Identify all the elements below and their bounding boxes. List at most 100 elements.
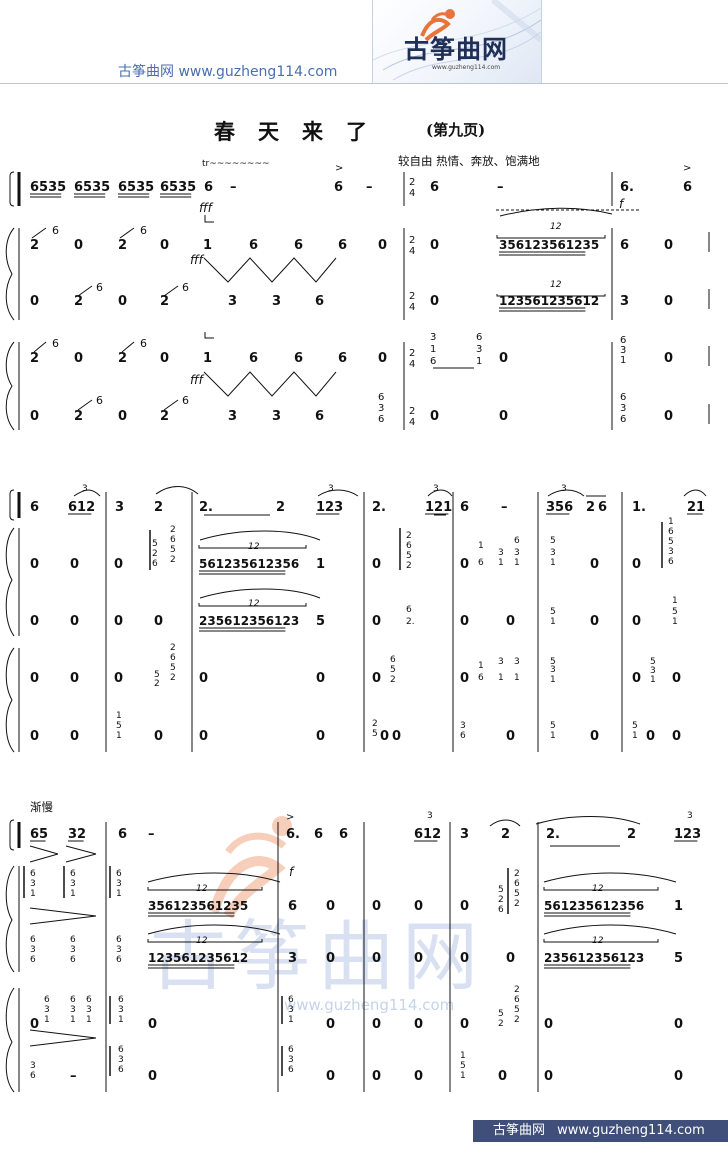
logo-mark-icon: [420, 9, 455, 42]
score-token: 6: [288, 995, 294, 1005]
score-token: 0: [590, 614, 599, 629]
score-token: 2.: [199, 500, 213, 515]
score-token: 1: [672, 617, 678, 627]
score-token: 0: [154, 614, 163, 629]
score-token: 0: [372, 614, 381, 629]
score-token: 6: [140, 224, 147, 237]
score-token: 3: [30, 879, 36, 889]
score-token: 2: [170, 555, 176, 565]
score-token: 561235612356: [199, 557, 299, 571]
score-token: 3: [378, 403, 384, 414]
score-token: 6535: [160, 180, 196, 195]
score-token: 2: [30, 351, 39, 366]
score-token: 2: [154, 500, 163, 515]
score-token: 3: [550, 665, 556, 675]
score-token: 6: [378, 392, 384, 403]
score-token: 2: [514, 1015, 520, 1025]
score-token: 2: [514, 899, 520, 909]
score-token: 6: [514, 995, 520, 1005]
score-token: 1: [116, 711, 122, 721]
score-token: 6: [96, 394, 103, 407]
score-token: >: [683, 163, 691, 174]
score-token: 3: [514, 657, 520, 667]
score-token: 6: [514, 536, 520, 546]
score-token: 3: [30, 945, 36, 955]
score-token: 1: [203, 351, 212, 366]
score-token: 0: [674, 1017, 683, 1032]
score-token: 6: [390, 655, 396, 665]
score-token: 6: [683, 180, 692, 195]
score-token: 0: [414, 1069, 423, 1084]
score-token: 2: [276, 500, 285, 515]
score-token: 1: [498, 558, 504, 568]
score-token: 0: [30, 729, 39, 744]
score-token: fff: [190, 253, 205, 267]
score-token: 12: [248, 542, 260, 552]
score-token: 2: [390, 675, 396, 685]
score-token: 3: [687, 811, 693, 821]
score-token: 0: [430, 409, 439, 424]
score-token: 5: [498, 885, 504, 895]
score-token: 561235612356: [544, 899, 644, 913]
score-token: 5: [116, 721, 122, 731]
score-token: 0: [380, 729, 389, 744]
score-token: 3: [433, 484, 439, 494]
score-token: 0: [70, 671, 79, 686]
score-token: 0: [460, 671, 469, 686]
score-token: 6: [314, 827, 323, 842]
score-token: 3: [116, 879, 122, 889]
score-token: 5: [668, 537, 674, 547]
score-token: 5: [316, 614, 325, 629]
score-token: 5: [170, 545, 176, 555]
score-token: 4: [409, 302, 415, 313]
score-token: 3: [498, 657, 504, 667]
score-token: 6: [294, 238, 303, 253]
score-token: 5: [632, 721, 638, 731]
score-token: 1: [650, 675, 656, 685]
score-token: 1.: [632, 500, 646, 515]
footer-banner: 古筝曲网 www.guzheng114.com: [473, 1120, 728, 1142]
score-token: 6: [52, 337, 59, 350]
score-token: –: [497, 180, 504, 195]
score-token: 4: [409, 417, 415, 428]
score-token: 3: [620, 294, 629, 309]
expression-marking: 较自由 热情、奔放、饱满地: [398, 154, 540, 168]
score-token: 1: [460, 1071, 466, 1081]
score-token: 5: [550, 721, 556, 731]
score-token: 0: [148, 1017, 157, 1032]
score-token: 2: [627, 827, 636, 842]
score-token: 6: [52, 224, 59, 237]
score-token: 5: [674, 951, 683, 966]
score-token: 2.: [546, 827, 560, 842]
score-token: 0: [148, 1069, 157, 1084]
score-token: 0: [30, 294, 39, 309]
logo-url: www.guzheng114.com: [432, 64, 501, 71]
score-token: 0: [326, 1017, 335, 1032]
score-token: 4: [409, 359, 415, 370]
score-token: 12: [592, 936, 604, 946]
score-token: 0: [498, 1069, 507, 1084]
score-token: tr~~~~~~~~: [202, 159, 270, 169]
score-token: 6: [30, 955, 36, 965]
score-token: 1: [550, 675, 556, 685]
score-token: 3: [82, 484, 88, 494]
header-divider: [0, 83, 728, 84]
score-token: 3: [427, 811, 433, 821]
score-token: 1: [632, 731, 638, 741]
score-token: 6: [118, 995, 124, 1005]
score-token: 1: [118, 1015, 124, 1025]
score-token: 3: [288, 1005, 294, 1015]
score-token: 0: [70, 614, 79, 629]
score-token: 0: [70, 729, 79, 744]
score-token: 123: [316, 500, 343, 515]
header-logo-panel: [372, 0, 542, 83]
score-token: –: [501, 500, 508, 515]
score-token: 0: [392, 729, 401, 744]
score-token: 6: [152, 559, 158, 569]
score-token: 0: [70, 557, 79, 572]
score-token: 1: [430, 344, 436, 355]
score-token: 3: [620, 403, 626, 414]
score-token: 0: [674, 1069, 683, 1084]
score-token: 0: [378, 351, 387, 366]
score-token: 0: [30, 557, 39, 572]
